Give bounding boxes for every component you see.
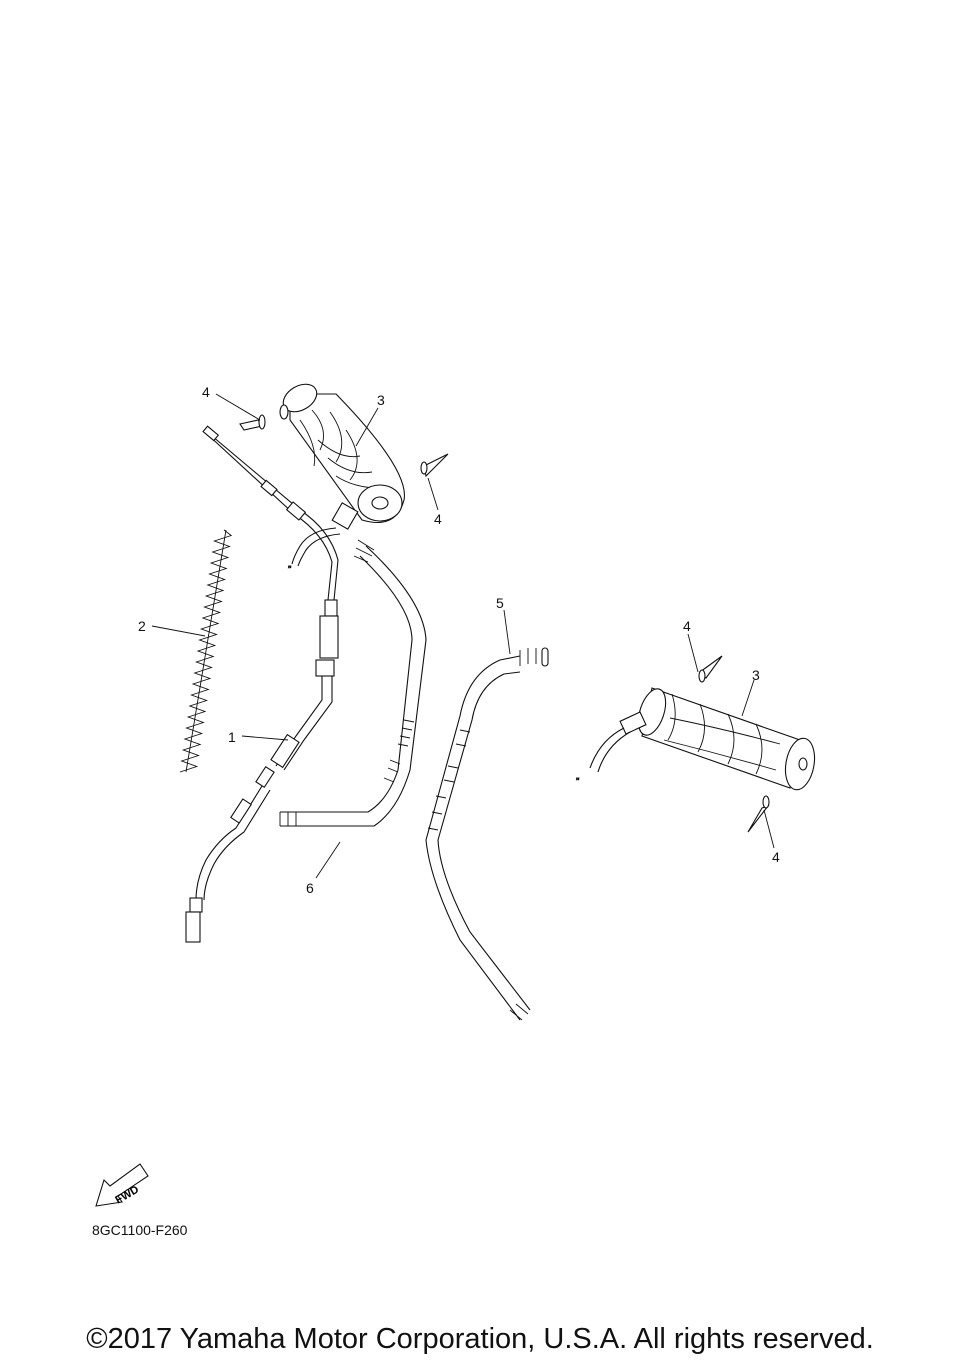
callout-4-top-left: 4: [202, 384, 210, 400]
leader-lines: [151, 393, 775, 879]
copyright-notice: ©2017 Yamaha Motor Corporation, U.S.A. A…: [86, 1323, 874, 1355]
callout-4-left-grip-end: 4: [434, 511, 442, 527]
pin-part-4c[interactable]: [698, 655, 723, 683]
callout-4-right-top: 4: [683, 618, 691, 634]
spring-part-2[interactable]: [179, 529, 233, 773]
callout-6: 6: [306, 880, 314, 896]
pin-part-4b[interactable]: [420, 453, 449, 478]
handlebar-part-6[interactable]: [279, 539, 427, 827]
throttle-cable-part-1[interactable]: ’’: [185, 425, 341, 943]
grip-left-part-3[interactable]: [278, 379, 405, 530]
svg-text:’’: ’’: [576, 777, 580, 786]
callout-2: 2: [138, 618, 146, 634]
callout-4-right-bottom: 4: [772, 849, 780, 865]
fwd-arrow-icon: FWD: [95, 1163, 149, 1207]
grip-right-part-3[interactable]: ’’: [576, 685, 818, 792]
diagram-code: 8GC1100-F260: [92, 1222, 188, 1238]
callout-5: 5: [496, 595, 504, 611]
callout-1: 1: [228, 729, 236, 745]
handlebar-part-5[interactable]: [425, 647, 549, 1021]
pin-part-4d[interactable]: [747, 795, 770, 833]
svg-text:’’: ’’: [288, 565, 292, 574]
callout-3-left: 3: [377, 392, 385, 408]
callout-3-right: 3: [752, 667, 760, 683]
pin-part-4a[interactable]: [239, 404, 289, 431]
